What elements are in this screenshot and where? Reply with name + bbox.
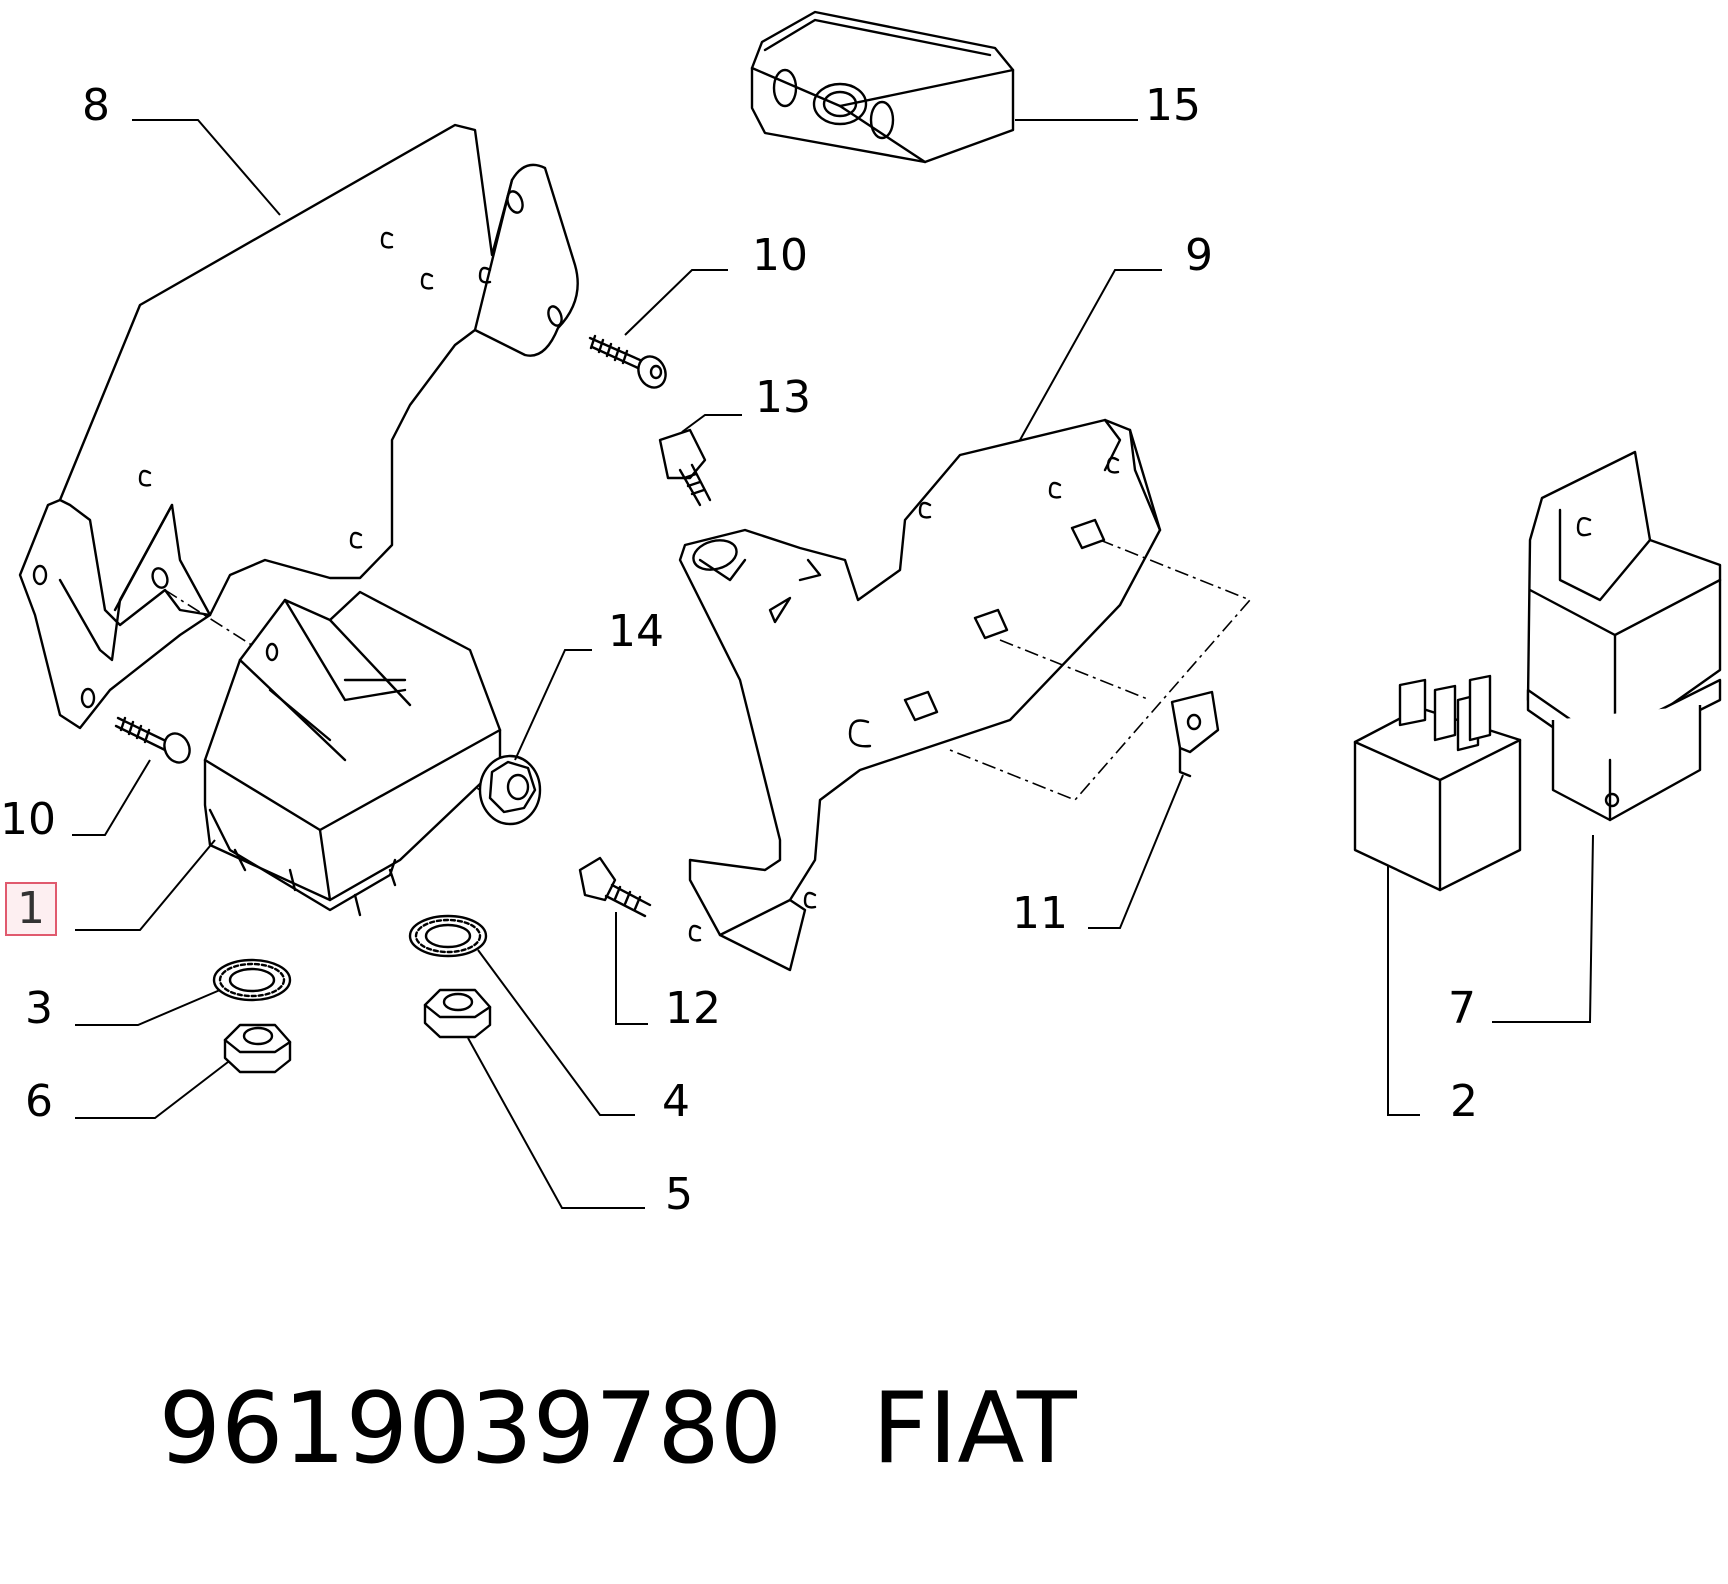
callout-6: 6 — [25, 1076, 53, 1127]
leader-6 — [75, 1061, 229, 1119]
part-5-hex-nut — [423, 988, 492, 1039]
callout-10-lower: 10 — [0, 794, 56, 845]
callout-3: 3 — [25, 983, 53, 1034]
part-6-hex-nut — [223, 1023, 292, 1074]
part-number: 9619039780 — [158, 1372, 783, 1486]
part-7-relay-large — [1526, 450, 1722, 822]
part-2-relay-small — [1353, 674, 1522, 892]
part-4-lock-washer — [408, 914, 488, 958]
part-9-bracket — [678, 418, 1252, 972]
leader-lines — [72, 119, 1594, 1209]
part-caption: 9619039780 FIAT — [34, 1282, 1077, 1576]
part-10-screw-upper — [588, 334, 667, 389]
exploded-parts-diagram: 8 15 10 9 13 14 10 1 11 3 12 7 6 4 2 5 9… — [0, 10, 1722, 1478]
bracket-studs — [903, 518, 1106, 722]
callout-14: 14 — [608, 606, 664, 657]
callout-13: 13 — [755, 372, 811, 423]
leader-10-lower — [72, 759, 151, 836]
leader-4 — [477, 949, 635, 1116]
callout-9: 9 — [1185, 230, 1213, 281]
leader-11 — [1088, 774, 1184, 929]
callout-4: 4 — [662, 1076, 690, 1127]
callout-8: 8 — [82, 80, 110, 131]
callout-7: 7 — [1448, 983, 1476, 1034]
callout-2: 2 — [1450, 1076, 1478, 1127]
part-11-clip — [1170, 690, 1220, 778]
leader-10-upper — [624, 269, 728, 336]
leader-7 — [1492, 834, 1594, 1023]
part-8-mounting-bracket — [18, 123, 579, 791]
leader-14 — [514, 649, 592, 761]
part-13-bolt — [658, 428, 712, 507]
leader-8 — [132, 119, 281, 216]
leader-2 — [1387, 865, 1420, 1116]
part-10-screw-lower — [114, 716, 191, 764]
callout-1-highlighted[interactable]: 1 — [5, 882, 57, 936]
callout-10-upper: 10 — [752, 230, 808, 281]
leader-13 — [681, 414, 742, 433]
brand-name: FIAT — [872, 1372, 1077, 1486]
callout-5: 5 — [665, 1169, 693, 1220]
leader-5 — [467, 1037, 645, 1209]
callout-11: 11 — [1012, 888, 1068, 939]
callout-12: 12 — [665, 983, 721, 1034]
part-3-lock-washer — [212, 958, 292, 1002]
leader-3 — [75, 989, 221, 1026]
leader-12 — [615, 912, 648, 1025]
diagram-drawing — [18, 10, 1722, 1209]
part-1-control-module — [203, 590, 502, 917]
part-15-connector-cover — [750, 10, 1015, 164]
leader-1 — [75, 839, 216, 931]
leader-9 — [1019, 269, 1162, 441]
part-12-bolt — [578, 856, 652, 918]
part-14-flange-nut — [478, 754, 542, 826]
callout-15: 15 — [1145, 80, 1201, 131]
